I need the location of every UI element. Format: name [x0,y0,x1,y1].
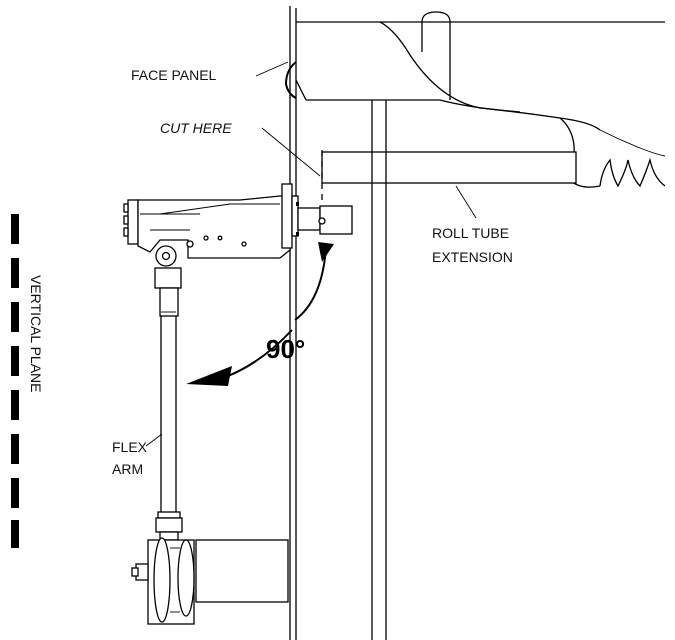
roll-tube-label-line1: ROLL TUBE [432,225,509,241]
roll-tube-label-line2: EXTENSION [432,249,513,265]
flex-arm-label-line2: ARM [112,461,143,477]
cut-here-leader [261,127,321,177]
crank-assembly [131,537,289,625]
angle-indicator [186,242,334,386]
flex-arm-label-line1: FLEX [112,439,148,455]
face-panel-label: FACE PANEL [131,67,217,83]
housing [295,11,666,188]
angle-label: 90° [266,334,305,364]
vertical-plane-label: VERTICAL PLANE [28,275,44,393]
flex-arm-leader [145,433,163,447]
roll-tube-extension [321,151,577,184]
face-panel [284,6,297,640]
cut-here-label: CUT HERE [160,120,232,136]
motor-bracket [123,183,353,267]
center-post [371,100,387,640]
vertical-plane-marker [11,214,19,548]
face-panel-leader [255,61,289,77]
flex-arm [154,267,183,541]
roll-tube-leader [455,185,477,219]
